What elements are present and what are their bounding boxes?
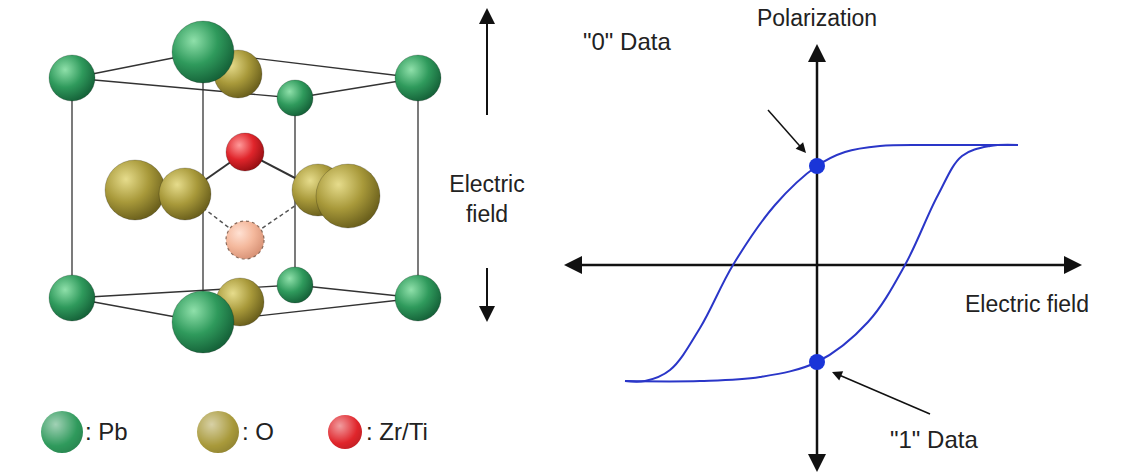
legend-text: : Zr/Ti	[366, 418, 428, 447]
state-label: "0" Data	[583, 26, 671, 57]
legend-text: : O	[242, 418, 274, 447]
data-point	[809, 354, 825, 370]
pb-atom	[277, 267, 313, 303]
y-axis-head	[808, 44, 826, 62]
pb-atom	[277, 80, 313, 116]
field-arrow-down	[486, 268, 488, 307]
zr-ti-atom	[226, 133, 264, 171]
x-axis	[817, 264, 1065, 267]
leader-arrow	[840, 376, 930, 414]
pb-atom	[395, 275, 441, 321]
o-atom	[316, 164, 380, 228]
x-axis	[581, 264, 817, 267]
leader-arrow	[768, 110, 800, 146]
leader-arrow-head	[796, 142, 806, 153]
data-point	[809, 158, 825, 174]
leader-arrow-head	[832, 371, 843, 380]
pb-atom	[172, 291, 234, 353]
hysteresis-chart	[564, 44, 1082, 472]
hysteresis-loop	[625, 145, 1018, 382]
field-label: Electric field	[431, 170, 543, 230]
field-arrow	[479, 8, 495, 322]
field-arrow-up-head	[479, 8, 495, 24]
legend-swatch	[197, 411, 239, 453]
pb-atom	[172, 21, 234, 83]
state-label: "1" Data	[890, 424, 978, 455]
legend-swatch	[328, 415, 362, 449]
cell-edge	[72, 78, 295, 98]
o-atom	[159, 168, 211, 220]
legend-swatch	[41, 411, 83, 453]
pb-atom	[49, 55, 95, 101]
unit-cell	[49, 21, 441, 353]
axis-label: Electric field	[965, 290, 1089, 320]
field-arrow-up	[486, 23, 488, 115]
x-axis-head	[564, 256, 582, 274]
pb-atom	[395, 55, 441, 101]
pb-atom	[49, 275, 95, 321]
o-atom	[105, 160, 165, 220]
field-arrow-down-head	[479, 306, 495, 322]
legend-text: : Pb	[85, 418, 128, 447]
cell-edge	[71, 78, 72, 298]
hysteresis-loop	[625, 145, 1018, 382]
cell-edge	[417, 78, 418, 298]
x-axis-head	[1064, 256, 1082, 274]
y-axis-head	[808, 454, 826, 472]
axis-label: Polarization	[757, 4, 877, 34]
zr-ti-displaced-atom	[226, 221, 264, 259]
